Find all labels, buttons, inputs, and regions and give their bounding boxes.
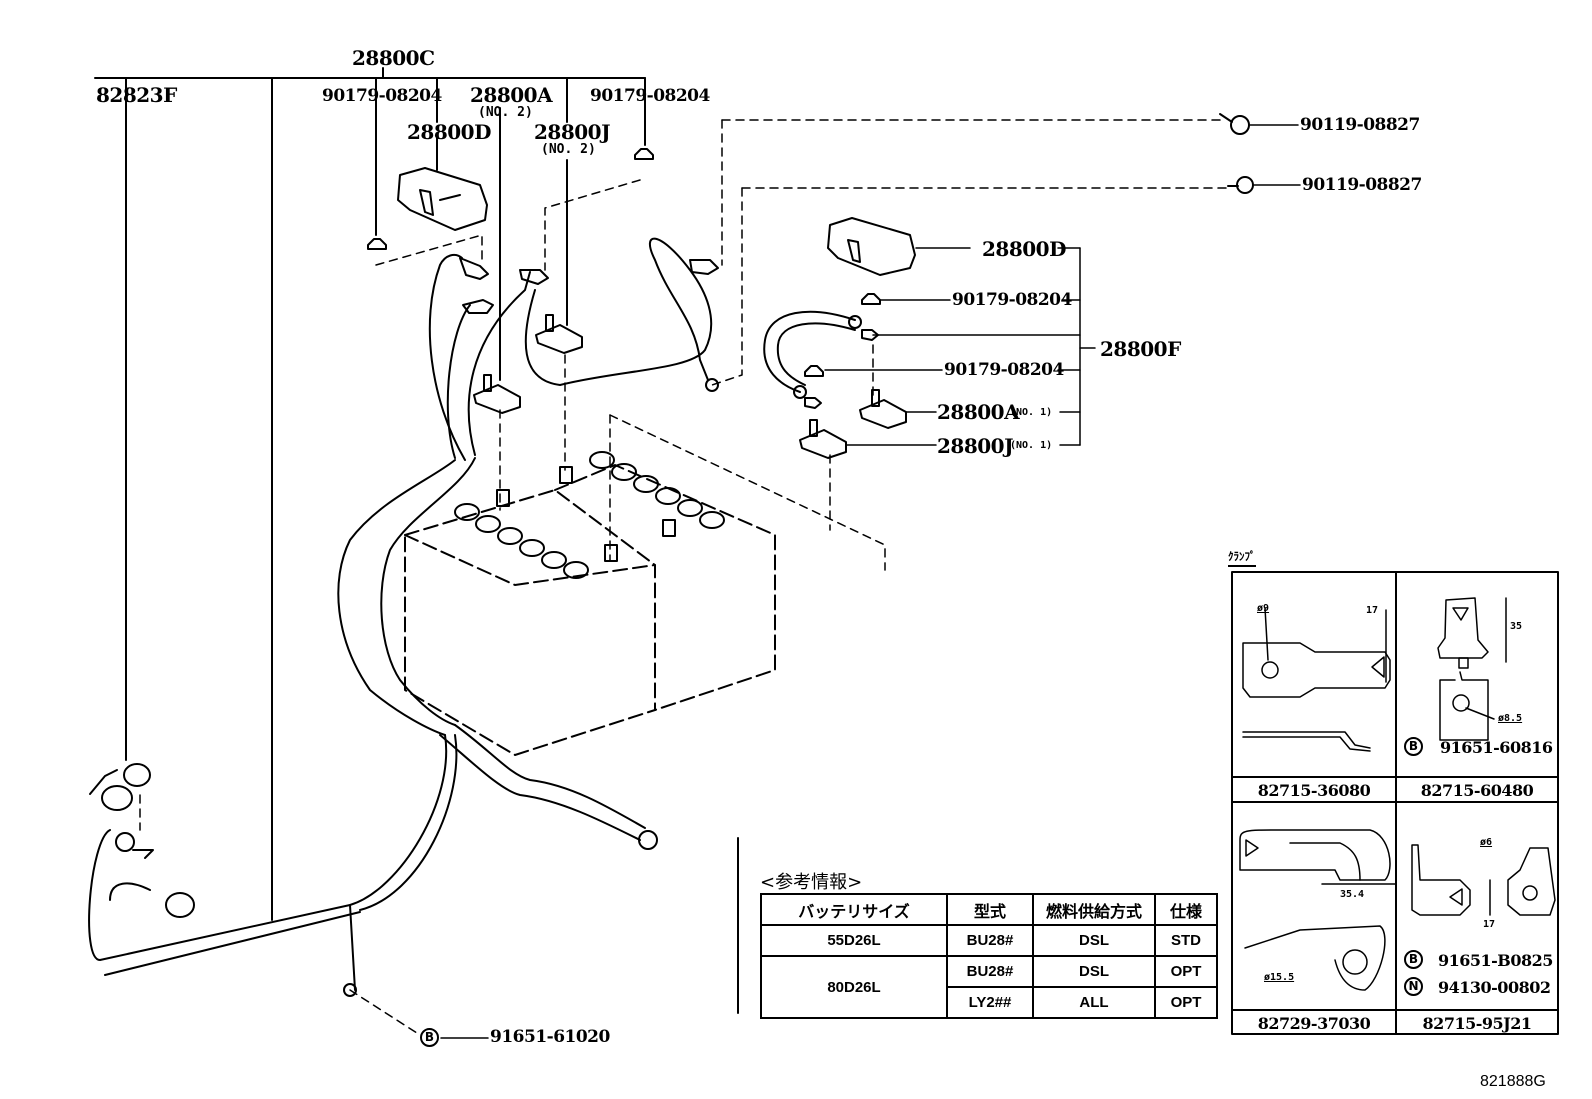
cell-fuel: DSL [1032, 955, 1156, 988]
cell-fuel: DSL [1032, 924, 1156, 957]
table-row: LY2## ALL OPT [761, 986, 1218, 1019]
label-bolt-2: 90119-08827 [1302, 175, 1422, 195]
label-28800a-no2-sub: (NO. 2) [478, 105, 533, 120]
cell-model: BU28# [946, 955, 1034, 988]
label-28800a-no1-sub: (NO. 1) [1010, 407, 1053, 418]
table-header-row: バッテリサイズ 型式 燃料供給方式 仕様 [760, 893, 1218, 926]
drawing-number: 821888G [1480, 1073, 1546, 1090]
clamp-82715-95j21-drawing [1411, 844, 1556, 916]
bolt-symbol-b: B [1404, 950, 1423, 969]
dim-hole-36080: ø9 [1257, 603, 1270, 614]
terminal-cover-right [827, 217, 916, 276]
label-28800j-no1: 28800J [937, 434, 1014, 458]
label-bolt-1: 90119-08827 [1300, 115, 1420, 135]
main-harness [88, 457, 658, 997]
battery-cable-right [763, 310, 879, 409]
label-28800j-no1-sub: (NO. 1) [1010, 440, 1053, 451]
cell-size: 80D26L [760, 955, 948, 1019]
dim-height-60480: 35 [1510, 621, 1523, 632]
battery-outline [404, 464, 776, 756]
battery-cables [428, 237, 719, 461]
dim-height-95j21: 17 [1483, 919, 1496, 930]
clamp-table [1231, 571, 1559, 1035]
cell-model: LY2## [946, 986, 1034, 1019]
clamp-part-82715-36080: 82715-36080 [1257, 781, 1371, 800]
group-bracket-28800f [824, 124, 1301, 446]
battery-caps [454, 451, 725, 579]
header-spec: 仕様 [1154, 893, 1218, 926]
reference-info-title: <参考情報> [760, 872, 863, 893]
label-28800j-no2-sub: (NO. 2) [541, 142, 596, 157]
header-model: 型式 [946, 893, 1034, 926]
label-28800d-left: 28800D [407, 120, 491, 144]
cell-size: 55D26L [760, 924, 948, 957]
cell-spec: OPT [1154, 986, 1218, 1019]
label-fastener-95j21-b: 91651-B0825 [1438, 951, 1553, 970]
reference-info-table: バッテリサイズ 型式 燃料供給方式 仕様 55D26L BU28# DSL ST… [760, 893, 1218, 1019]
header-fuel-system: 燃料供給方式 [1032, 893, 1156, 926]
clamp-82715-36080-drawing [1242, 607, 1391, 752]
bolt-symbol-b: B [420, 1028, 439, 1047]
table-row: 55D26L BU28# DSL STD [760, 924, 1218, 957]
label-28800d-right: 28800D [982, 237, 1066, 261]
terminal-cover-left [397, 167, 488, 231]
dim-length-37030: 35.4 [1340, 889, 1365, 900]
clamp-82729-37030-drawing [1239, 829, 1396, 991]
cell-fuel: ALL [1032, 986, 1156, 1019]
label-28800a-no1: 28800A [937, 400, 1020, 424]
bolt-icon [1219, 113, 1254, 194]
dim-hole-37030: ø15.5 [1264, 972, 1295, 983]
label-nut-left: 90179-08204 [322, 86, 442, 106]
table-row: 80D26L BU28# DSL OPT [760, 955, 1218, 1019]
nut-icon [367, 148, 881, 377]
cell-model: BU28# [946, 924, 1034, 957]
header-battery-size: バッテリサイズ [760, 893, 948, 926]
fuse-holder [89, 763, 195, 918]
dashed-leaders [139, 119, 1233, 1036]
group-bracket-28800c [94, 67, 646, 921]
fastener-95j21-n: N [1404, 977, 1425, 996]
clamp-section-title: ｸﾗﾝﾌﾟ [1228, 548, 1256, 567]
clamp-part-82729-37030: 82729-37030 [1257, 1014, 1371, 1033]
nut-symbol-n: N [1404, 977, 1423, 996]
label-nut-right: 90179-08204 [590, 86, 710, 106]
ground-bolt-callout: B [420, 1028, 441, 1047]
fastener-60480: B [1404, 737, 1425, 756]
battery-terminal-clamps [473, 314, 907, 459]
label-fastener-60480: 91651-60816 [1440, 738, 1553, 757]
dim-height-36080: 17 [1366, 605, 1379, 616]
clamp-part-82715-95j21: 82715-95J21 [1422, 1014, 1532, 1033]
label-28800a-no2: 28800A [470, 83, 553, 107]
label-nut-right-group-2: 90179-08204 [944, 360, 1064, 380]
label-28800j-no2: 28800J [534, 120, 611, 144]
label-82823f: 82823F [96, 83, 177, 107]
cell-spec: OPT [1154, 955, 1218, 988]
cell-spec: STD [1154, 924, 1218, 957]
clamp-82715-60480-drawing [1437, 597, 1507, 741]
dim-hole-95j21: ø6 [1480, 837, 1493, 848]
label-28800c: 28800C [352, 46, 435, 70]
label-ground-bolt: 91651-61020 [490, 1027, 610, 1047]
label-nut-right-group-1: 90179-08204 [952, 290, 1072, 310]
dim-hole-60480: ø8.5 [1498, 713, 1523, 724]
label-28800f: 28800F [1100, 337, 1181, 361]
label-fastener-95j21-n: 94130-00802 [1438, 978, 1551, 997]
bolt-symbol-b: B [1404, 737, 1423, 756]
fastener-95j21-b: B [1404, 950, 1425, 969]
clamp-part-82715-60480: 82715-60480 [1420, 781, 1534, 800]
